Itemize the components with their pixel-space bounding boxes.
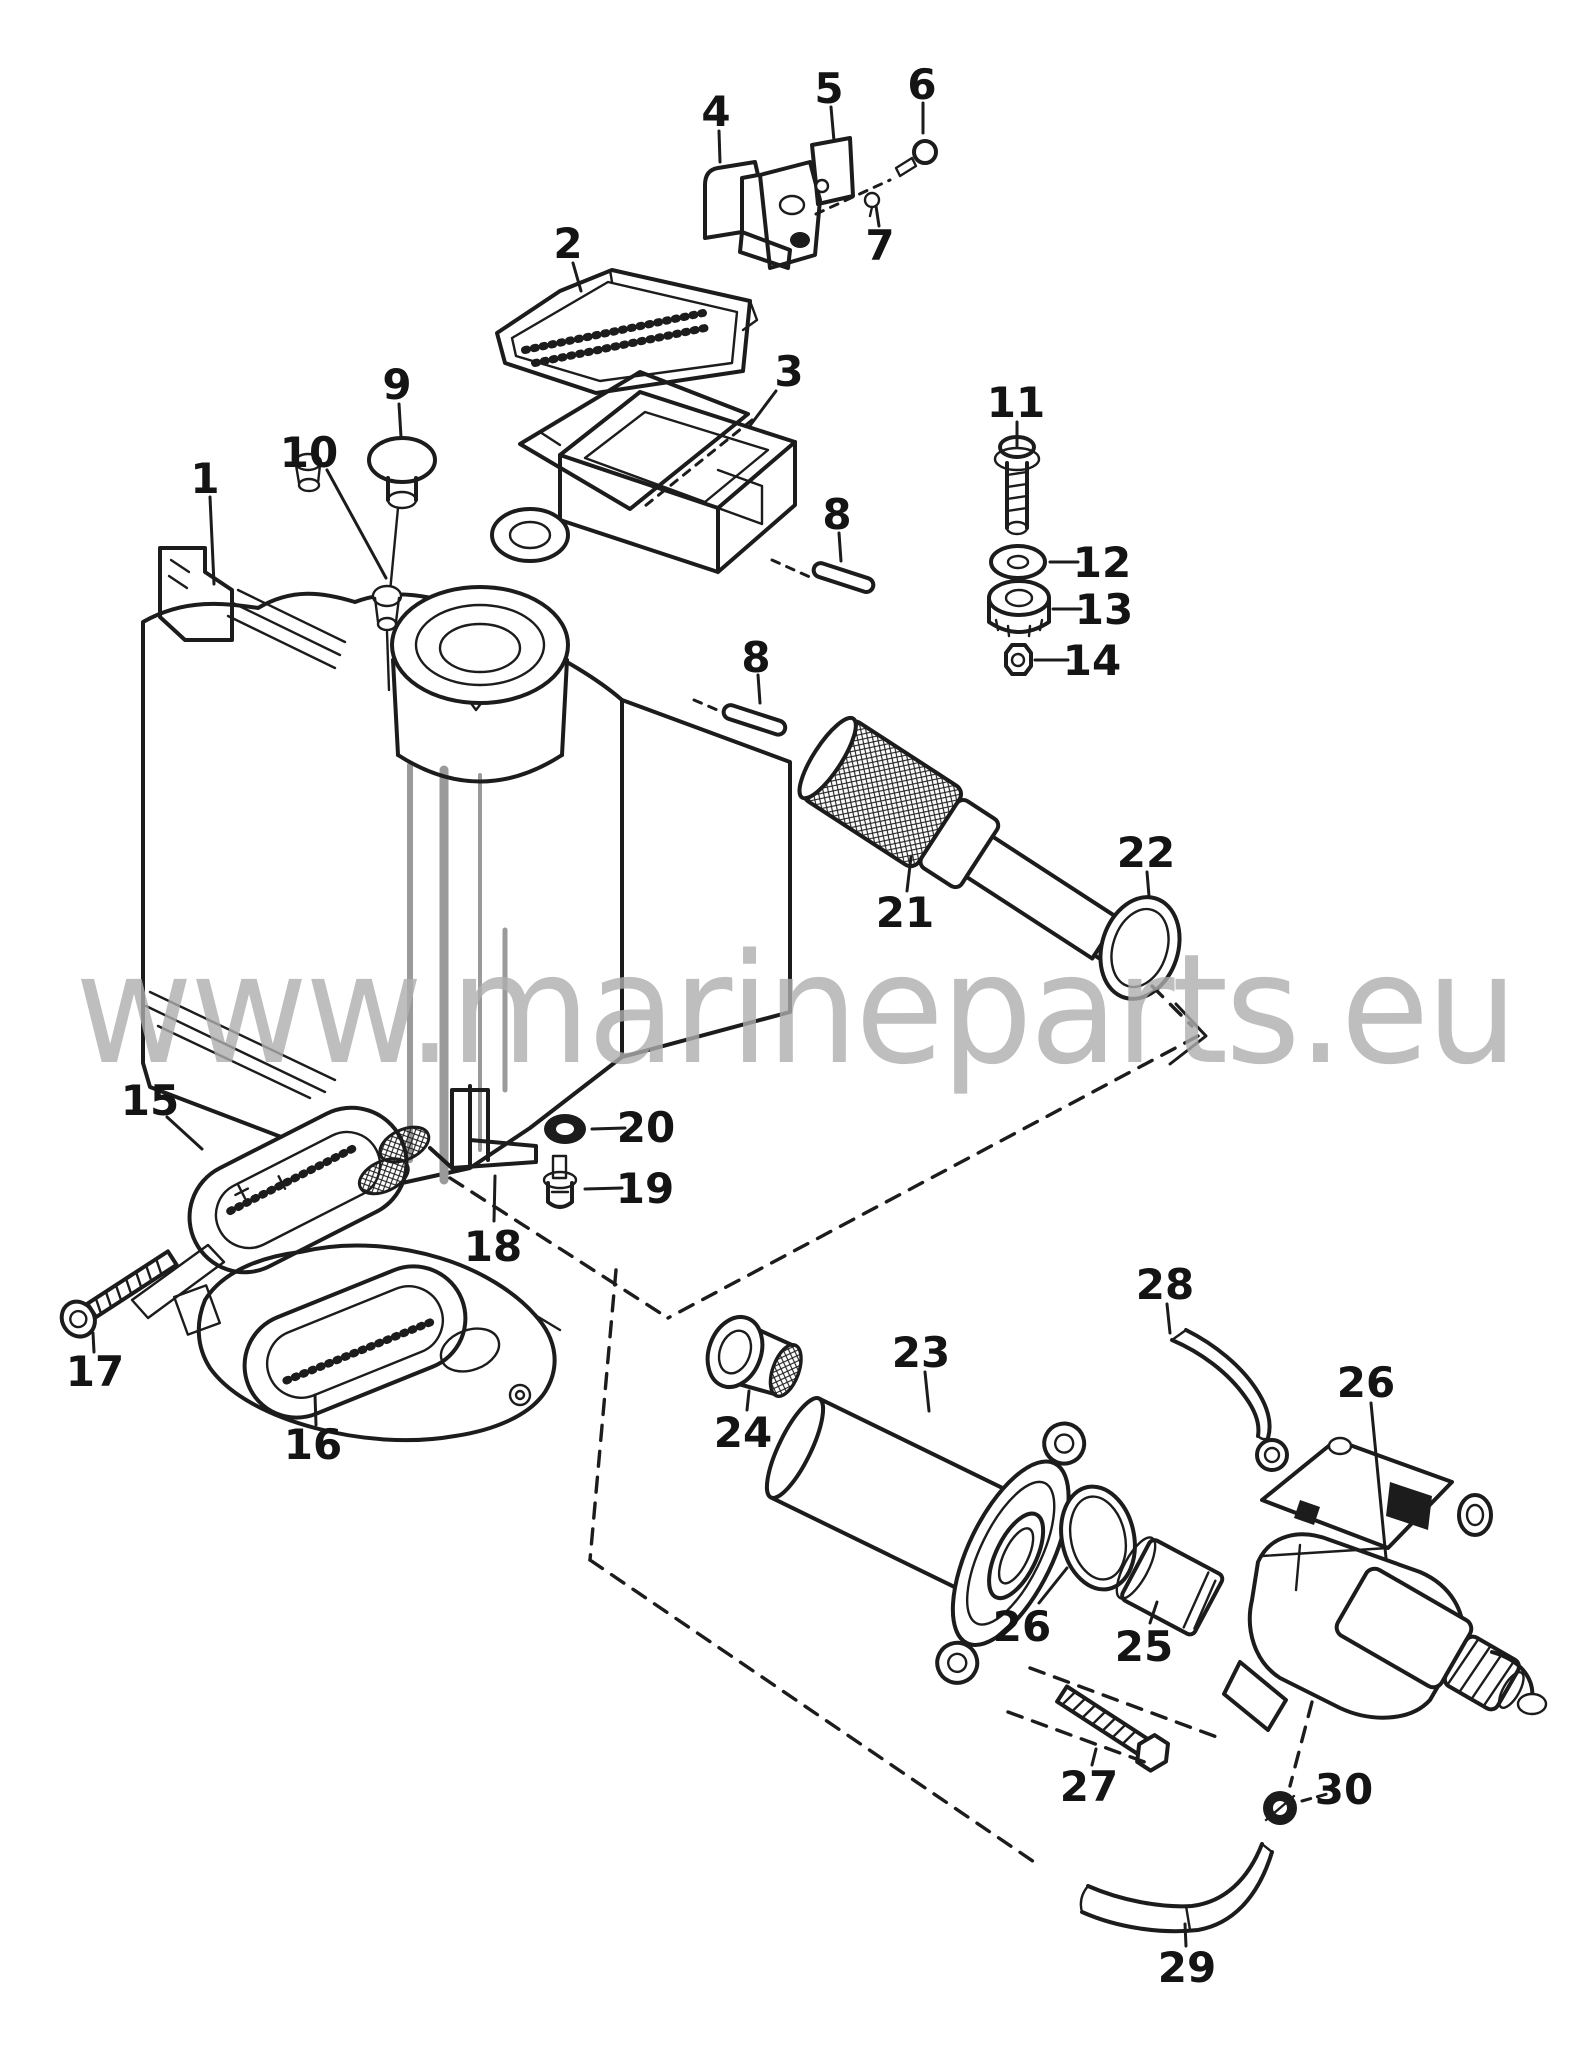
part-callout-28-29: 28 (1136, 1260, 1194, 1309)
nut-14 (1004, 643, 1033, 676)
nut-20 (544, 1114, 586, 1144)
part-leader-21 (905, 855, 913, 893)
part-leader-8 (837, 531, 843, 563)
part-leader-18 (492, 1174, 497, 1223)
part-leader-9 (397, 402, 403, 439)
bottom-bracket (357, 1084, 538, 1196)
part-callout-19-19: 19 (616, 1164, 674, 1213)
filler-cup (390, 585, 570, 784)
bolt-11 (993, 435, 1041, 536)
dowel-pin (811, 561, 876, 594)
part-callout-25-25: 25 (1115, 1622, 1173, 1671)
part-leader-2 (571, 261, 583, 293)
part-callout-4-3: 4 (701, 87, 730, 136)
hose-28 (1170, 1328, 1289, 1472)
oil-pump (1222, 1436, 1548, 1732)
part-callout-13-13: 13 (1075, 585, 1133, 634)
housing-23 (764, 1396, 1087, 1685)
part-callout-11-11: 11 (987, 378, 1045, 427)
washer-12 (989, 544, 1047, 580)
oil-tank (141, 452, 792, 1185)
bolt-19 (542, 1154, 578, 1209)
part-callout-8-7: 8 (822, 490, 851, 539)
part-callout-14-14: 14 (1063, 636, 1121, 685)
part-callout-10-10: 10 (280, 428, 338, 477)
part-callout-16-16: 16 (284, 1420, 342, 1469)
part-callout-17-17: 17 (66, 1347, 124, 1396)
drive-shaft (797, 715, 1149, 977)
part-callout-7-6: 7 (865, 221, 894, 270)
part-leader-1 (208, 495, 216, 586)
bolt-27 (1055, 1684, 1171, 1773)
part-callout-6-5: 6 (907, 60, 936, 109)
part-callout-5-4: 5 (814, 64, 843, 113)
part-callout-21-21: 21 (876, 888, 934, 937)
part-leader-4 (717, 129, 722, 164)
part-callout-18-18: 18 (464, 1222, 522, 1271)
assembly-guide-lines (448, 984, 1314, 1868)
bracket-plate (810, 136, 855, 206)
cover-gasket (518, 370, 754, 512)
part-callout-20-20: 20 (617, 1103, 675, 1152)
spacer-25 (1115, 1536, 1225, 1637)
o-ring-22 (1098, 895, 1182, 1001)
part-leader-28 (1165, 1302, 1172, 1335)
part-leader-23 (923, 1370, 931, 1413)
part-leader-3 (747, 389, 778, 429)
part-callout-8-8: 8 (741, 633, 770, 682)
part-leader-29 (1183, 1922, 1188, 1948)
part-callout-23-23: 23 (892, 1328, 950, 1377)
screw-7 (863, 191, 881, 218)
part-callout-3-2: 3 (774, 347, 803, 396)
part-leader-17 (91, 1331, 96, 1354)
part-leader-10 (325, 468, 388, 580)
part-callout-9-9: 9 (382, 360, 411, 409)
part-leader-8 (756, 673, 762, 705)
reservoir-mount (490, 390, 797, 574)
bushing-24 (705, 1315, 803, 1398)
filler-cap (367, 436, 437, 510)
bolt-17 (59, 1249, 179, 1339)
part-leader-20 (590, 1126, 627, 1131)
part-callout-12-12: 12 (1073, 538, 1131, 587)
part-callout-15-15: 15 (121, 1076, 179, 1125)
dipstick-fitting (371, 506, 403, 692)
watermark: www.marineparts.eu (75, 921, 1515, 1098)
part-callout-1-0: 1 (190, 454, 219, 503)
part-leader-26 (1369, 1401, 1388, 1560)
part-leader-5 (829, 105, 836, 143)
part-callout-2-1: 2 (553, 219, 582, 268)
part-callout-24-24: 24 (714, 1408, 772, 1457)
part-leader-22 (1145, 870, 1151, 898)
part-leader-7 (874, 204, 881, 228)
part-callout-27-28: 27 (1060, 1762, 1118, 1811)
part-leader-16 (313, 1393, 318, 1427)
part-callout-26-27: 26 (993, 1602, 1051, 1651)
screw-6 (894, 139, 938, 178)
dowel-pin (721, 703, 788, 737)
adapter-plate (172, 1243, 562, 1443)
part-callout-29-30: 29 (1158, 1943, 1216, 1992)
part-leader-26 (1037, 1566, 1069, 1605)
part-leader-19 (583, 1186, 624, 1191)
o-ring-26 (1059, 1484, 1137, 1592)
nut-30 (1263, 1791, 1297, 1825)
grommet-13 (987, 579, 1051, 638)
part-leader-27 (1090, 1747, 1098, 1767)
part-callout-22-22: 22 (1117, 828, 1175, 877)
cover-plate (495, 268, 759, 395)
hose-29 (1079, 1842, 1274, 1934)
part-leader-15 (165, 1115, 204, 1151)
part-callout-26-26: 26 (1337, 1358, 1395, 1407)
part-leader-30 (1300, 1792, 1329, 1803)
part-leader-25 (1148, 1600, 1159, 1625)
mount-bracket (703, 160, 822, 270)
part-callout-30-31: 30 (1315, 1765, 1373, 1814)
oval-gasket (187, 1105, 409, 1275)
slot-plate (130, 1243, 226, 1320)
part-leader-24 (745, 1389, 751, 1412)
vent-fitting (293, 452, 323, 493)
